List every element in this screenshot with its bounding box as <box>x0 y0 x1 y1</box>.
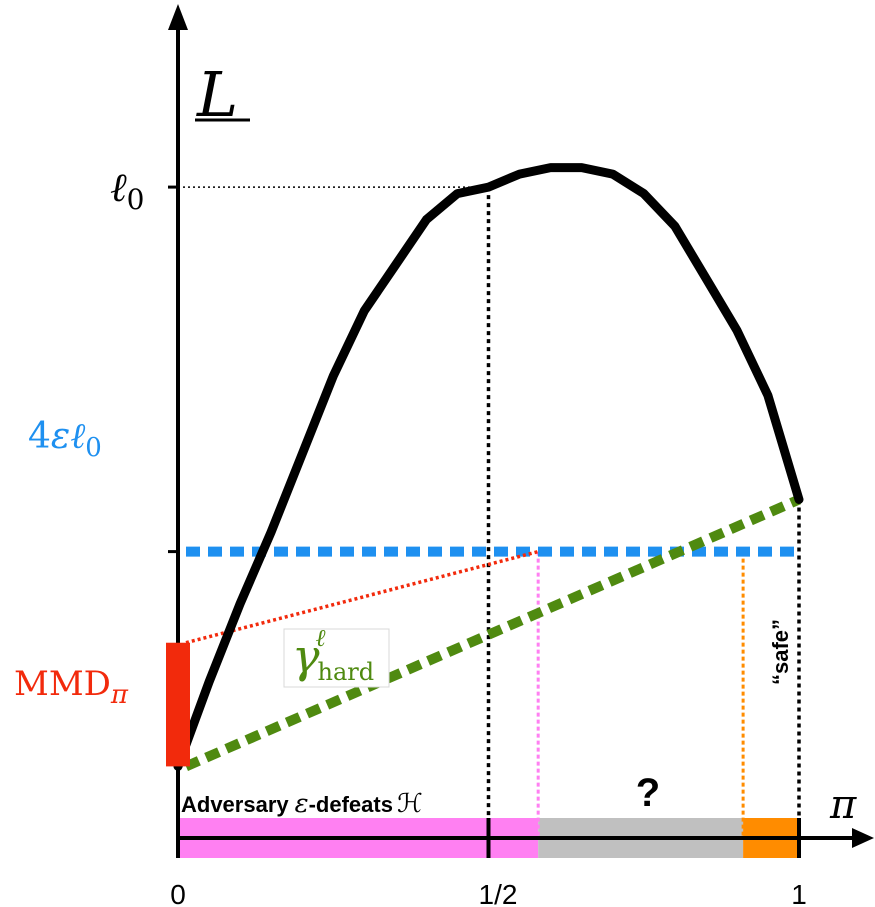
mmd-bar <box>166 642 190 767</box>
x-tick-half: 1/2 <box>479 879 518 907</box>
ell0-label: ℓ0 <box>110 165 145 216</box>
y-axis-arrow <box>168 4 188 30</box>
threshold-label: 4εℓ0 <box>28 416 102 463</box>
mmd-label: MMDπ <box>14 664 129 710</box>
loss-curve <box>173 163 804 771</box>
x-axis-label: π <box>829 782 857 828</box>
x-tick-0: 0 <box>170 879 186 907</box>
gamma-line <box>184 494 801 771</box>
safe-label: “safe” <box>768 619 793 685</box>
x-axis-arrow <box>852 828 874 848</box>
unknown-region-label: ? <box>636 771 660 815</box>
gamma-label-box <box>283 628 390 688</box>
red-dotted-line <box>185 549 539 645</box>
x-tick-1: 1 <box>791 879 807 907</box>
